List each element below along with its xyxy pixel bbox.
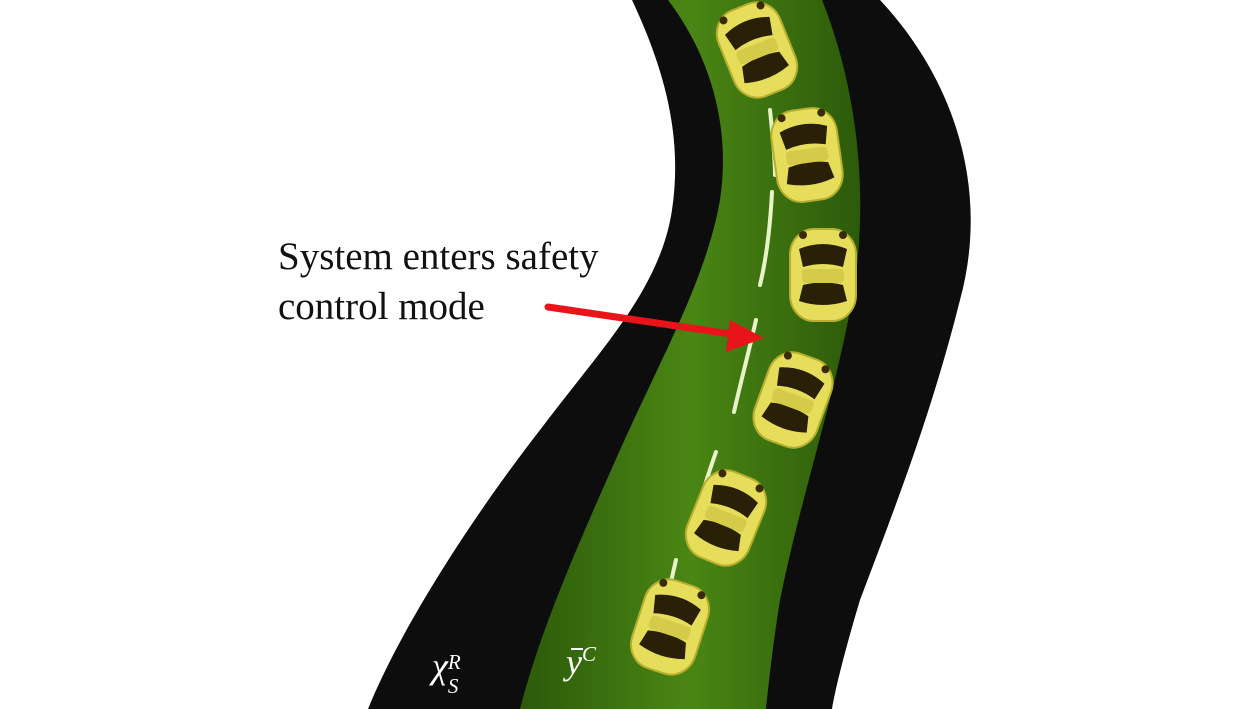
arrow bbox=[544, 303, 764, 352]
annotation-line-1: System enters safety bbox=[278, 235, 599, 278]
road-surface bbox=[520, 0, 861, 709]
region-symbol: χ bbox=[432, 646, 448, 686]
annotation-text: System enters safety control mode bbox=[278, 232, 658, 332]
region-sub: S bbox=[447, 673, 459, 698]
lane-symbol: y bbox=[566, 642, 583, 682]
region-sup: R bbox=[447, 649, 461, 674]
lane-label: yC bbox=[566, 636, 596, 680]
car-3 bbox=[789, 228, 857, 322]
annotation-line-2: control mode bbox=[278, 285, 485, 328]
lane-sup: C bbox=[581, 642, 596, 666]
